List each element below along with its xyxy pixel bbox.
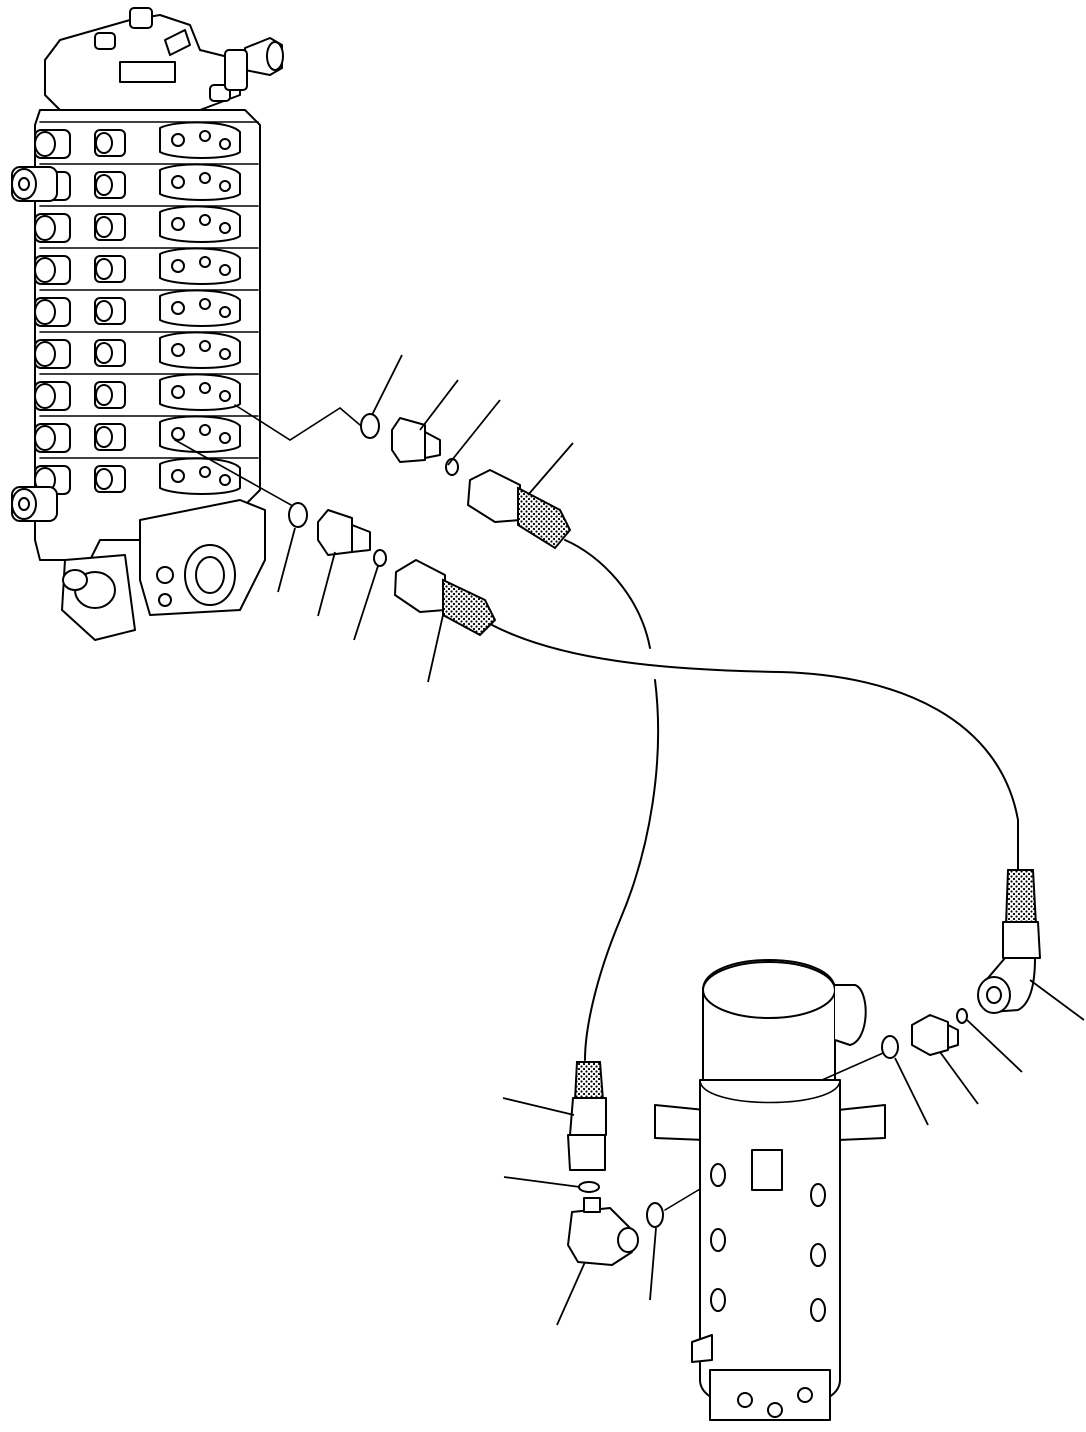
port-leader-upper bbox=[234, 404, 361, 441]
hose-end-right bbox=[1004, 869, 1038, 926]
elbow-fitting bbox=[977, 957, 1036, 1014]
valve-section bbox=[34, 121, 259, 159]
o-ring bbox=[646, 1202, 664, 1228]
elbow-fitting bbox=[567, 1197, 639, 1266]
swivel-port bbox=[810, 1298, 826, 1322]
fitting-set-upper bbox=[360, 413, 572, 550]
valve-section bbox=[34, 289, 259, 327]
o-ring bbox=[956, 1008, 968, 1024]
o-ring bbox=[288, 502, 308, 528]
o-ring bbox=[360, 413, 380, 439]
port-leader-lower bbox=[174, 439, 301, 511]
valve-section bbox=[34, 373, 259, 411]
valve-section bbox=[34, 205, 259, 243]
swivel-port bbox=[810, 1243, 826, 1267]
hose-lower bbox=[491, 624, 1019, 871]
connector bbox=[317, 509, 371, 556]
valve-plug bbox=[11, 486, 58, 522]
swivel-port bbox=[710, 1163, 726, 1187]
fitting-set-swivel-left bbox=[567, 1061, 664, 1266]
hose-upper bbox=[564, 539, 651, 649]
control-valve bbox=[11, 7, 284, 641]
swivel-port bbox=[710, 1228, 726, 1252]
hose-end-lower bbox=[394, 559, 497, 637]
hose-end-upper bbox=[467, 469, 572, 550]
swivel-port bbox=[710, 1288, 726, 1312]
valve-section bbox=[34, 331, 259, 369]
connector bbox=[391, 417, 441, 463]
connector bbox=[911, 1014, 959, 1056]
valve-plug bbox=[11, 166, 58, 202]
swivel-joint bbox=[654, 959, 886, 1421]
swivel-port bbox=[810, 1183, 826, 1207]
callout-leaders bbox=[277, 354, 1085, 1326]
valve-section bbox=[34, 247, 259, 285]
fitting-set-lower bbox=[288, 502, 497, 637]
port-leader-swivel-right bbox=[821, 1049, 891, 1081]
hose-upper-continued bbox=[584, 679, 660, 1061]
hose-end-vertical bbox=[573, 1061, 605, 1101]
o-ring bbox=[373, 549, 387, 567]
o-ring bbox=[578, 1181, 600, 1193]
fitting-set-swivel-right bbox=[881, 869, 1041, 1059]
o-ring bbox=[881, 1035, 899, 1059]
